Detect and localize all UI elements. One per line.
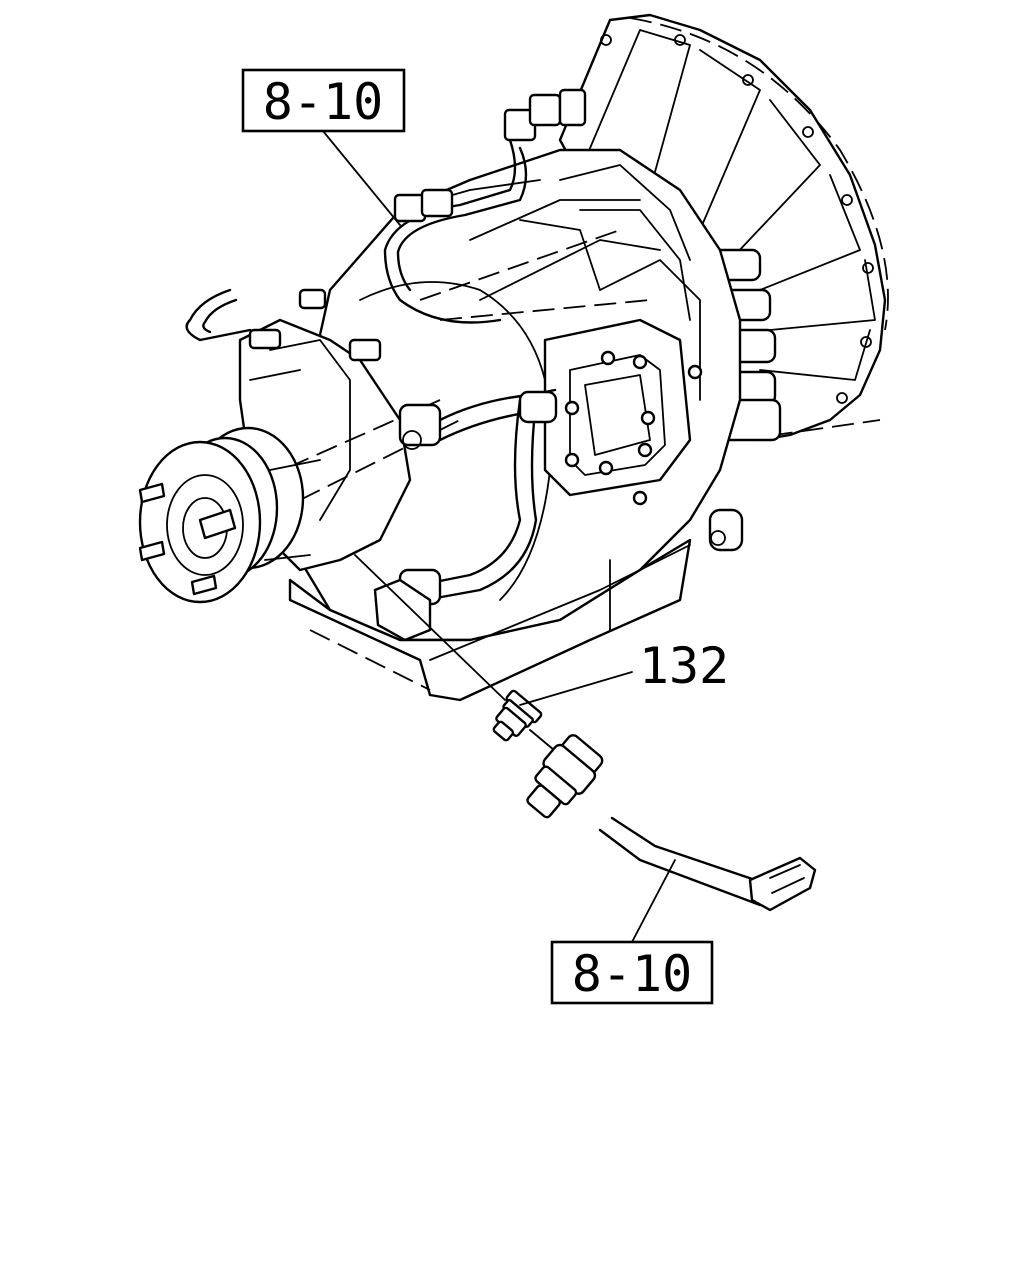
transmission-assembly	[138, 13, 889, 702]
oil-pan	[288, 538, 692, 702]
sensor-mount	[373, 403, 744, 642]
callout-ref-top[interactable]: 8-10	[241, 68, 406, 226]
callout-ref-bottom[interactable]: 8-10	[550, 859, 714, 1005]
top-connectors	[393, 88, 587, 223]
callout-ref-bottom-label: 8-10	[572, 945, 692, 1003]
output-flange	[138, 426, 321, 604]
callout-part-132-label: 132	[639, 637, 729, 695]
sensor-harness	[526, 734, 817, 912]
callout-part-132[interactable]: 132	[519, 637, 729, 706]
speed-sensor-part	[354, 554, 561, 756]
callout-ref-top-label: 8-10	[263, 73, 383, 131]
side-cover-plate	[543, 318, 703, 506]
